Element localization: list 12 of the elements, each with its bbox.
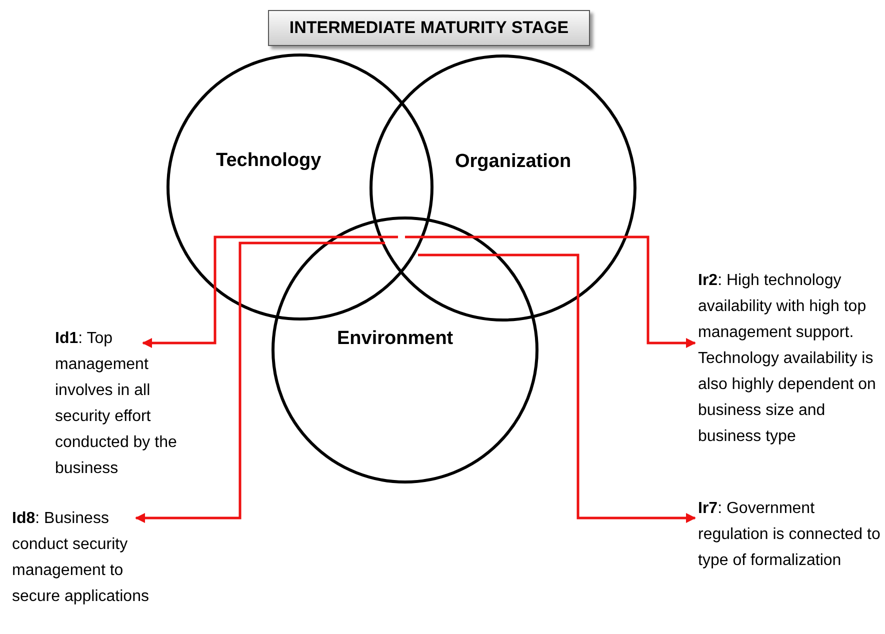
title-box: INTERMEDIATE MATURITY STAGE (268, 10, 590, 46)
callout-text: Ir7: Government regulation is connected to type of formalization (698, 499, 882, 571)
callout-text: Id8: Business conduct security management to secure applications (12, 509, 150, 607)
leader-arrow (405, 236, 696, 348)
leader-arrow (418, 254, 696, 523)
callout-text: Id1: Top management involves in all security effort conducted by the business (55, 329, 178, 479)
circle-label: Environment (337, 328, 454, 350)
leader-arrow (135, 242, 385, 523)
circle-label: Technology (216, 150, 322, 172)
leader-arrow (142, 236, 398, 348)
circle-label: Organization (455, 151, 572, 173)
callout-text: Ir2: High technology availability with high top management support. Technology availability is also highly dependent on business size and business type (698, 271, 877, 447)
